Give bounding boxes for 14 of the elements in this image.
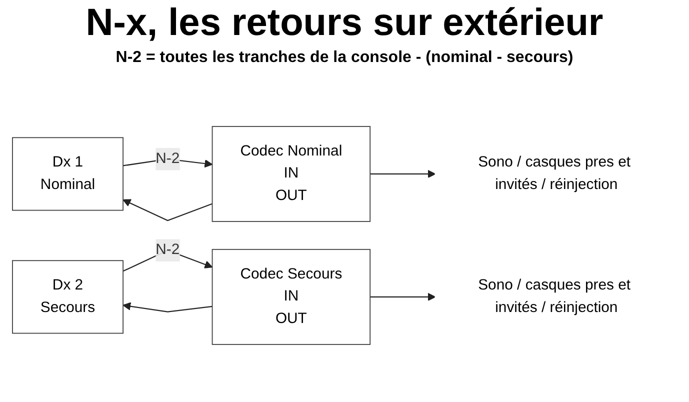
arrow — [122, 199, 212, 222]
node-text: Sono / casques pres et invités / réinjection — [478, 277, 630, 316]
title: N-x, les retours sur extérieur — [86, 2, 604, 45]
arrow — [370, 292, 436, 302]
node-box: Codec Nominal IN OUT — [211, 126, 370, 222]
arrow — [122, 302, 212, 312]
node-box: Dx 1 Nominal — [12, 137, 124, 211]
edge-label: N-2 — [155, 150, 180, 167]
edge-label: N-2 — [155, 242, 180, 258]
arrow — [370, 170, 436, 178]
node-box: Dx 2 Secours — [12, 260, 124, 334]
note-text: N-2 = toutes les tranches de la console - (nominal - secours) — [116, 49, 574, 67]
node-text: Sono / casques pres et invités / réinjection — [478, 154, 630, 193]
node-box: Codec Secours IN OUT — [211, 249, 370, 345]
